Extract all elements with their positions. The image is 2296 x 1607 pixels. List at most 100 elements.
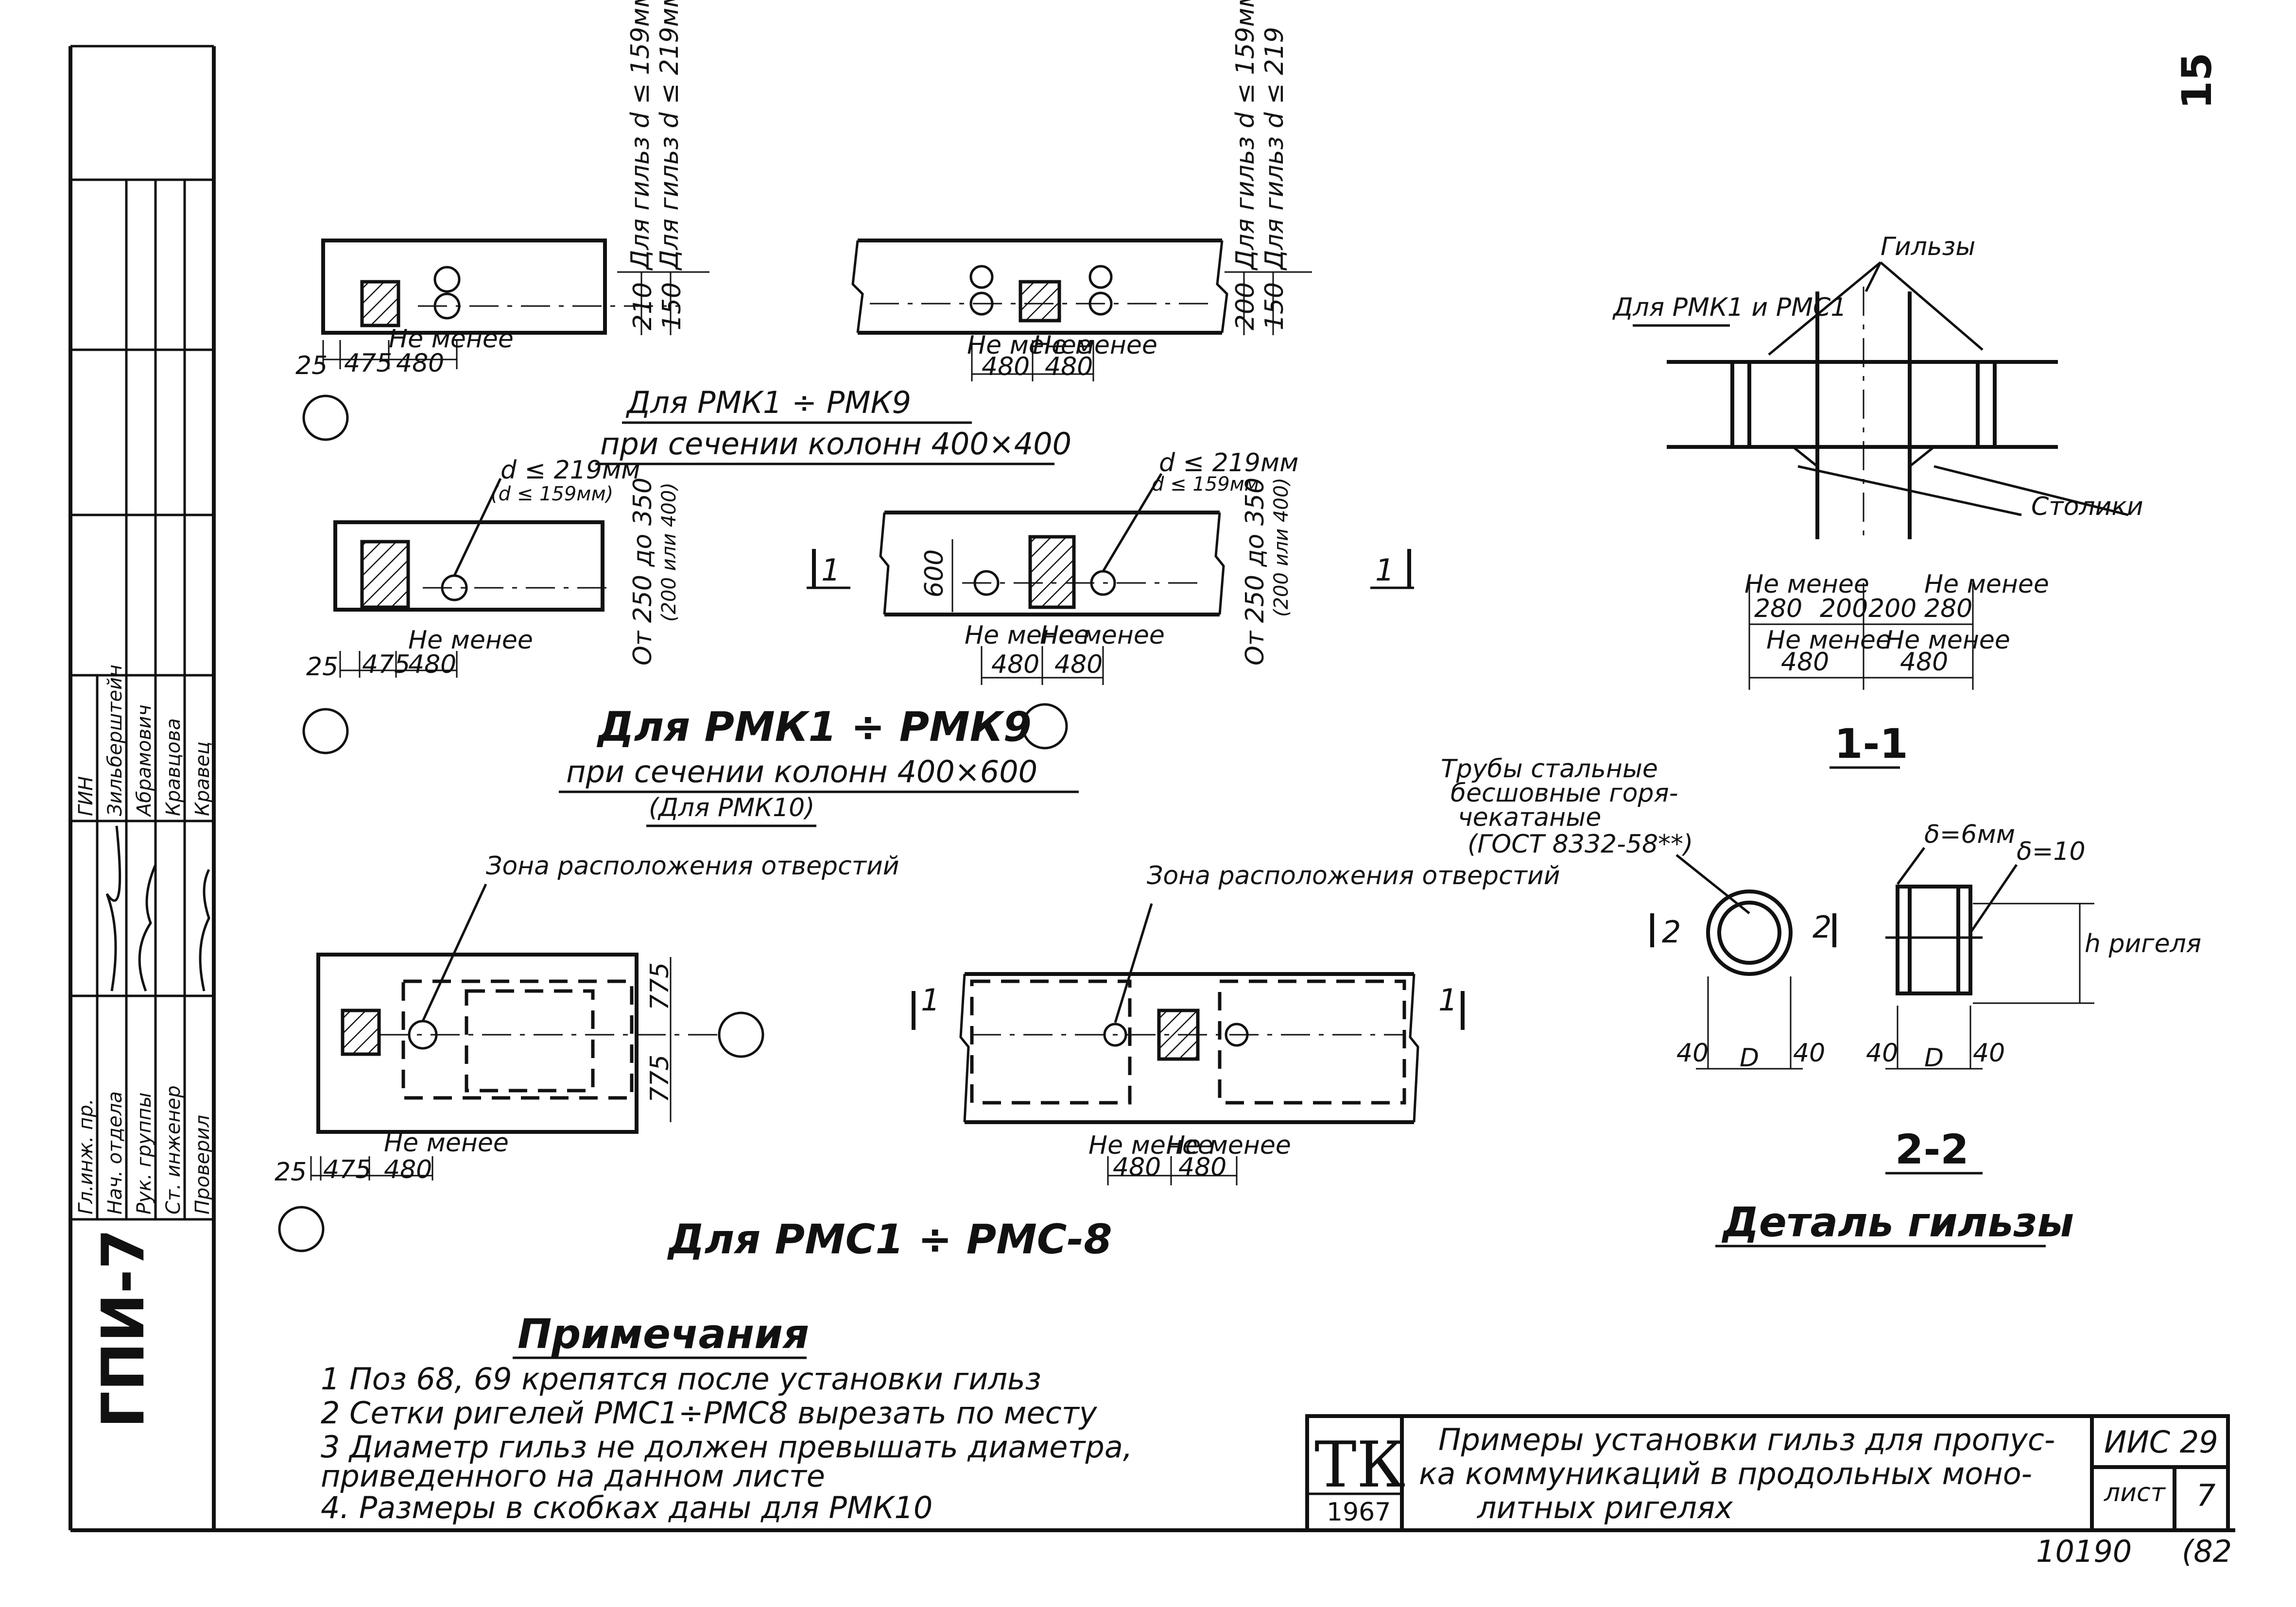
note-2: 2 Сетки ригелей РМС1÷РМС8 вырезать по ме… <box>321 1395 1098 1431</box>
svg-text:40: 40 <box>1793 1039 1825 1068</box>
svg-text:200: 200 <box>1231 282 1260 330</box>
svg-text:40: 40 <box>1973 1039 2005 1068</box>
svg-text:h ригеля: h ригеля <box>2085 929 2201 958</box>
stamp-name-4: Кравцова <box>162 718 185 816</box>
stamp-name-1: ГИН <box>75 776 97 816</box>
svg-text:280: 280 <box>1754 594 1802 623</box>
svg-text:475: 475 <box>323 1155 371 1184</box>
svg-text:25: 25 <box>275 1158 307 1187</box>
svg-text:Не менее: Не менее <box>965 621 1089 650</box>
svg-text:(200 или 400): (200 или 400) <box>1270 478 1293 617</box>
svg-text:480: 480 <box>1045 352 1093 381</box>
stamp-name-3: Абрамович <box>133 704 155 818</box>
stamp-name-5: Кравец <box>191 741 214 816</box>
stamp-code: ГПИ-7 <box>90 1229 157 1428</box>
svg-text:280: 280 <box>1924 594 1972 623</box>
svg-text:Не менее: Не менее <box>1040 621 1165 650</box>
svg-text:D: D <box>1924 1043 1944 1073</box>
svg-text:480: 480 <box>408 650 456 679</box>
svg-text:Для гильз d ≤ 159мм: Для гильз d ≤ 159мм <box>626 0 655 271</box>
svg-text:литных ригелях: литных ригелях <box>1477 1490 1733 1525</box>
svg-text:δ=10: δ=10 <box>2017 837 2086 866</box>
section-2-2-title: 2-2 <box>1895 1126 1969 1173</box>
svg-text:2: 2 <box>1662 914 1681 950</box>
svg-text:480: 480 <box>991 650 1039 679</box>
svg-text:2: 2 <box>1813 909 1831 945</box>
view-f: Зона расположения отверстий 1 1 Не менее… <box>667 861 1560 1263</box>
note-3: 3 Диаметр гильз не должен превышать диам… <box>321 1429 1133 1465</box>
svg-text:Примеры установки гильз для пр: Примеры установки гильз для пропус- <box>1438 1422 2055 1457</box>
svg-text:1: 1 <box>921 982 940 1018</box>
svg-text:лист: лист <box>2104 1478 2166 1507</box>
svg-text:D: D <box>1740 1043 1759 1073</box>
signature-3 <box>199 869 210 992</box>
svg-text:25: 25 <box>306 652 338 682</box>
svg-text:25: 25 <box>295 351 328 380</box>
signature-1 <box>105 825 121 992</box>
svg-text:Для гильз d ≤ 219мм: Для гильз d ≤ 219мм <box>655 0 684 271</box>
view-c-subtitle: при сечении колонн 400×600 <box>566 754 1037 789</box>
notes-block: Примечания 1 Поз 68, 69 крепятся после у… <box>321 1310 1133 1525</box>
sleeve-detail: Трубы стальные бесшовные горя- чекатаные… <box>1441 754 2201 1248</box>
note-4: 4. Размеры в скобках даны для РМК10 <box>321 1490 932 1525</box>
svg-text:480: 480 <box>1178 1153 1226 1182</box>
svg-text:Не менее: Не менее <box>408 626 533 655</box>
svg-text:210: 210 <box>628 282 657 330</box>
svg-text:d ≤ 219мм: d ≤ 219мм <box>501 456 640 485</box>
svg-text:775: 775 <box>645 962 674 1010</box>
svg-text:Не менее: Не менее <box>1033 331 1157 360</box>
svg-text:От 250 до 350: От 250 до 350 <box>628 478 657 666</box>
stamp-role-4: Ст. инженер <box>162 1085 185 1214</box>
sheet-frame <box>69 45 2235 1532</box>
svg-text:чекатаные: чекатаные <box>1458 803 1601 832</box>
svg-text:1: 1 <box>1375 552 1394 588</box>
title-block-year: 1967 <box>1327 1498 1391 1527</box>
svg-text:200: 200 <box>1820 594 1868 623</box>
stamp-role-5: Проверил <box>191 1115 214 1214</box>
svg-text:Зона расположения отверстий: Зона расположения отверстий <box>1147 861 1560 890</box>
stamp-name-2: Зильберштейн <box>104 665 126 816</box>
svg-text:ка коммуникаций в продольных м: ка коммуникаций в продольных моно- <box>1419 1456 2032 1491</box>
svg-text:480: 480 <box>1900 648 1948 677</box>
svg-text:7: 7 <box>2196 1478 2215 1513</box>
column-section <box>360 280 400 327</box>
view-c: d ≤ 219мм (d ≤ 159мм) 25 475 480 Не мене… <box>302 456 1079 827</box>
svg-text:150: 150 <box>657 282 687 330</box>
left-stamp: ГПИ-7 Гл.инж. пр. Нач. отдела Рук. групп… <box>75 665 214 1428</box>
svg-text:Для гильз d ≤ 159мм: Для гильз d ≤ 159мм <box>1231 0 1260 271</box>
note-1: 1 Поз 68, 69 крепятся после установки ги… <box>321 1361 1041 1397</box>
svg-text:475: 475 <box>344 349 392 378</box>
svg-text:От 250 до 350: От 250 до 350 <box>1241 478 1270 666</box>
signature-2 <box>138 864 157 992</box>
corner-mark: 15 <box>2173 52 2221 109</box>
notes-heading: Примечания <box>518 1310 809 1358</box>
svg-text:40: 40 <box>1676 1039 1709 1068</box>
stamp-role-3: Рук. группы <box>133 1093 155 1214</box>
svg-text:Гильзы: Гильзы <box>1881 232 1975 261</box>
svg-text:Не менее: Не менее <box>1885 626 2010 655</box>
view-d: d ≤ 219мм d ≤ 159мм 600 Не менее Не мене… <box>879 448 1414 750</box>
svg-text:бесшовные горя-: бесшовные горя- <box>1450 779 1678 808</box>
svg-text:(200 или 400): (200 или 400) <box>658 482 680 622</box>
view-c-subtitle2: (Для РМК10) <box>649 793 815 822</box>
svg-text:Не менее: Не менее <box>389 325 514 354</box>
svg-text:Не менее: Не менее <box>1766 626 1891 655</box>
view-e: Зона расположения отверстий 775 775 25 4… <box>275 852 899 1252</box>
svg-text:600: 600 <box>920 549 949 598</box>
svg-text:d ≤ 219мм: d ≤ 219мм <box>1159 448 1298 478</box>
svg-text:Не менее: Не менее <box>1744 570 1869 599</box>
detail-title: Деталь гильзы <box>1721 1198 2074 1246</box>
svg-text:Не менее: Не менее <box>1924 570 2049 599</box>
view-b: Не менее Не менее 480 480 200 150 Для ги… <box>851 0 1312 381</box>
svg-text:200: 200 <box>1868 594 1916 623</box>
svg-text:δ=6мм: δ=6мм <box>1924 820 2015 849</box>
svg-text:d ≤ 159мм: d ≤ 159мм <box>1152 473 1259 496</box>
svg-text:Не менее: Не менее <box>1088 1131 1213 1160</box>
svg-text:Не менее: Не менее <box>1166 1131 1291 1160</box>
svg-text:1: 1 <box>821 552 840 588</box>
note-3b: приведенного на данном листе <box>321 1458 825 1494</box>
svg-text:480: 480 <box>1113 1153 1161 1182</box>
svg-text:1: 1 <box>1438 982 1457 1018</box>
view-c-title: Для РМК1 ÷ РМК9 <box>596 703 1032 751</box>
svg-text:Не менее: Не менее <box>967 331 1092 360</box>
